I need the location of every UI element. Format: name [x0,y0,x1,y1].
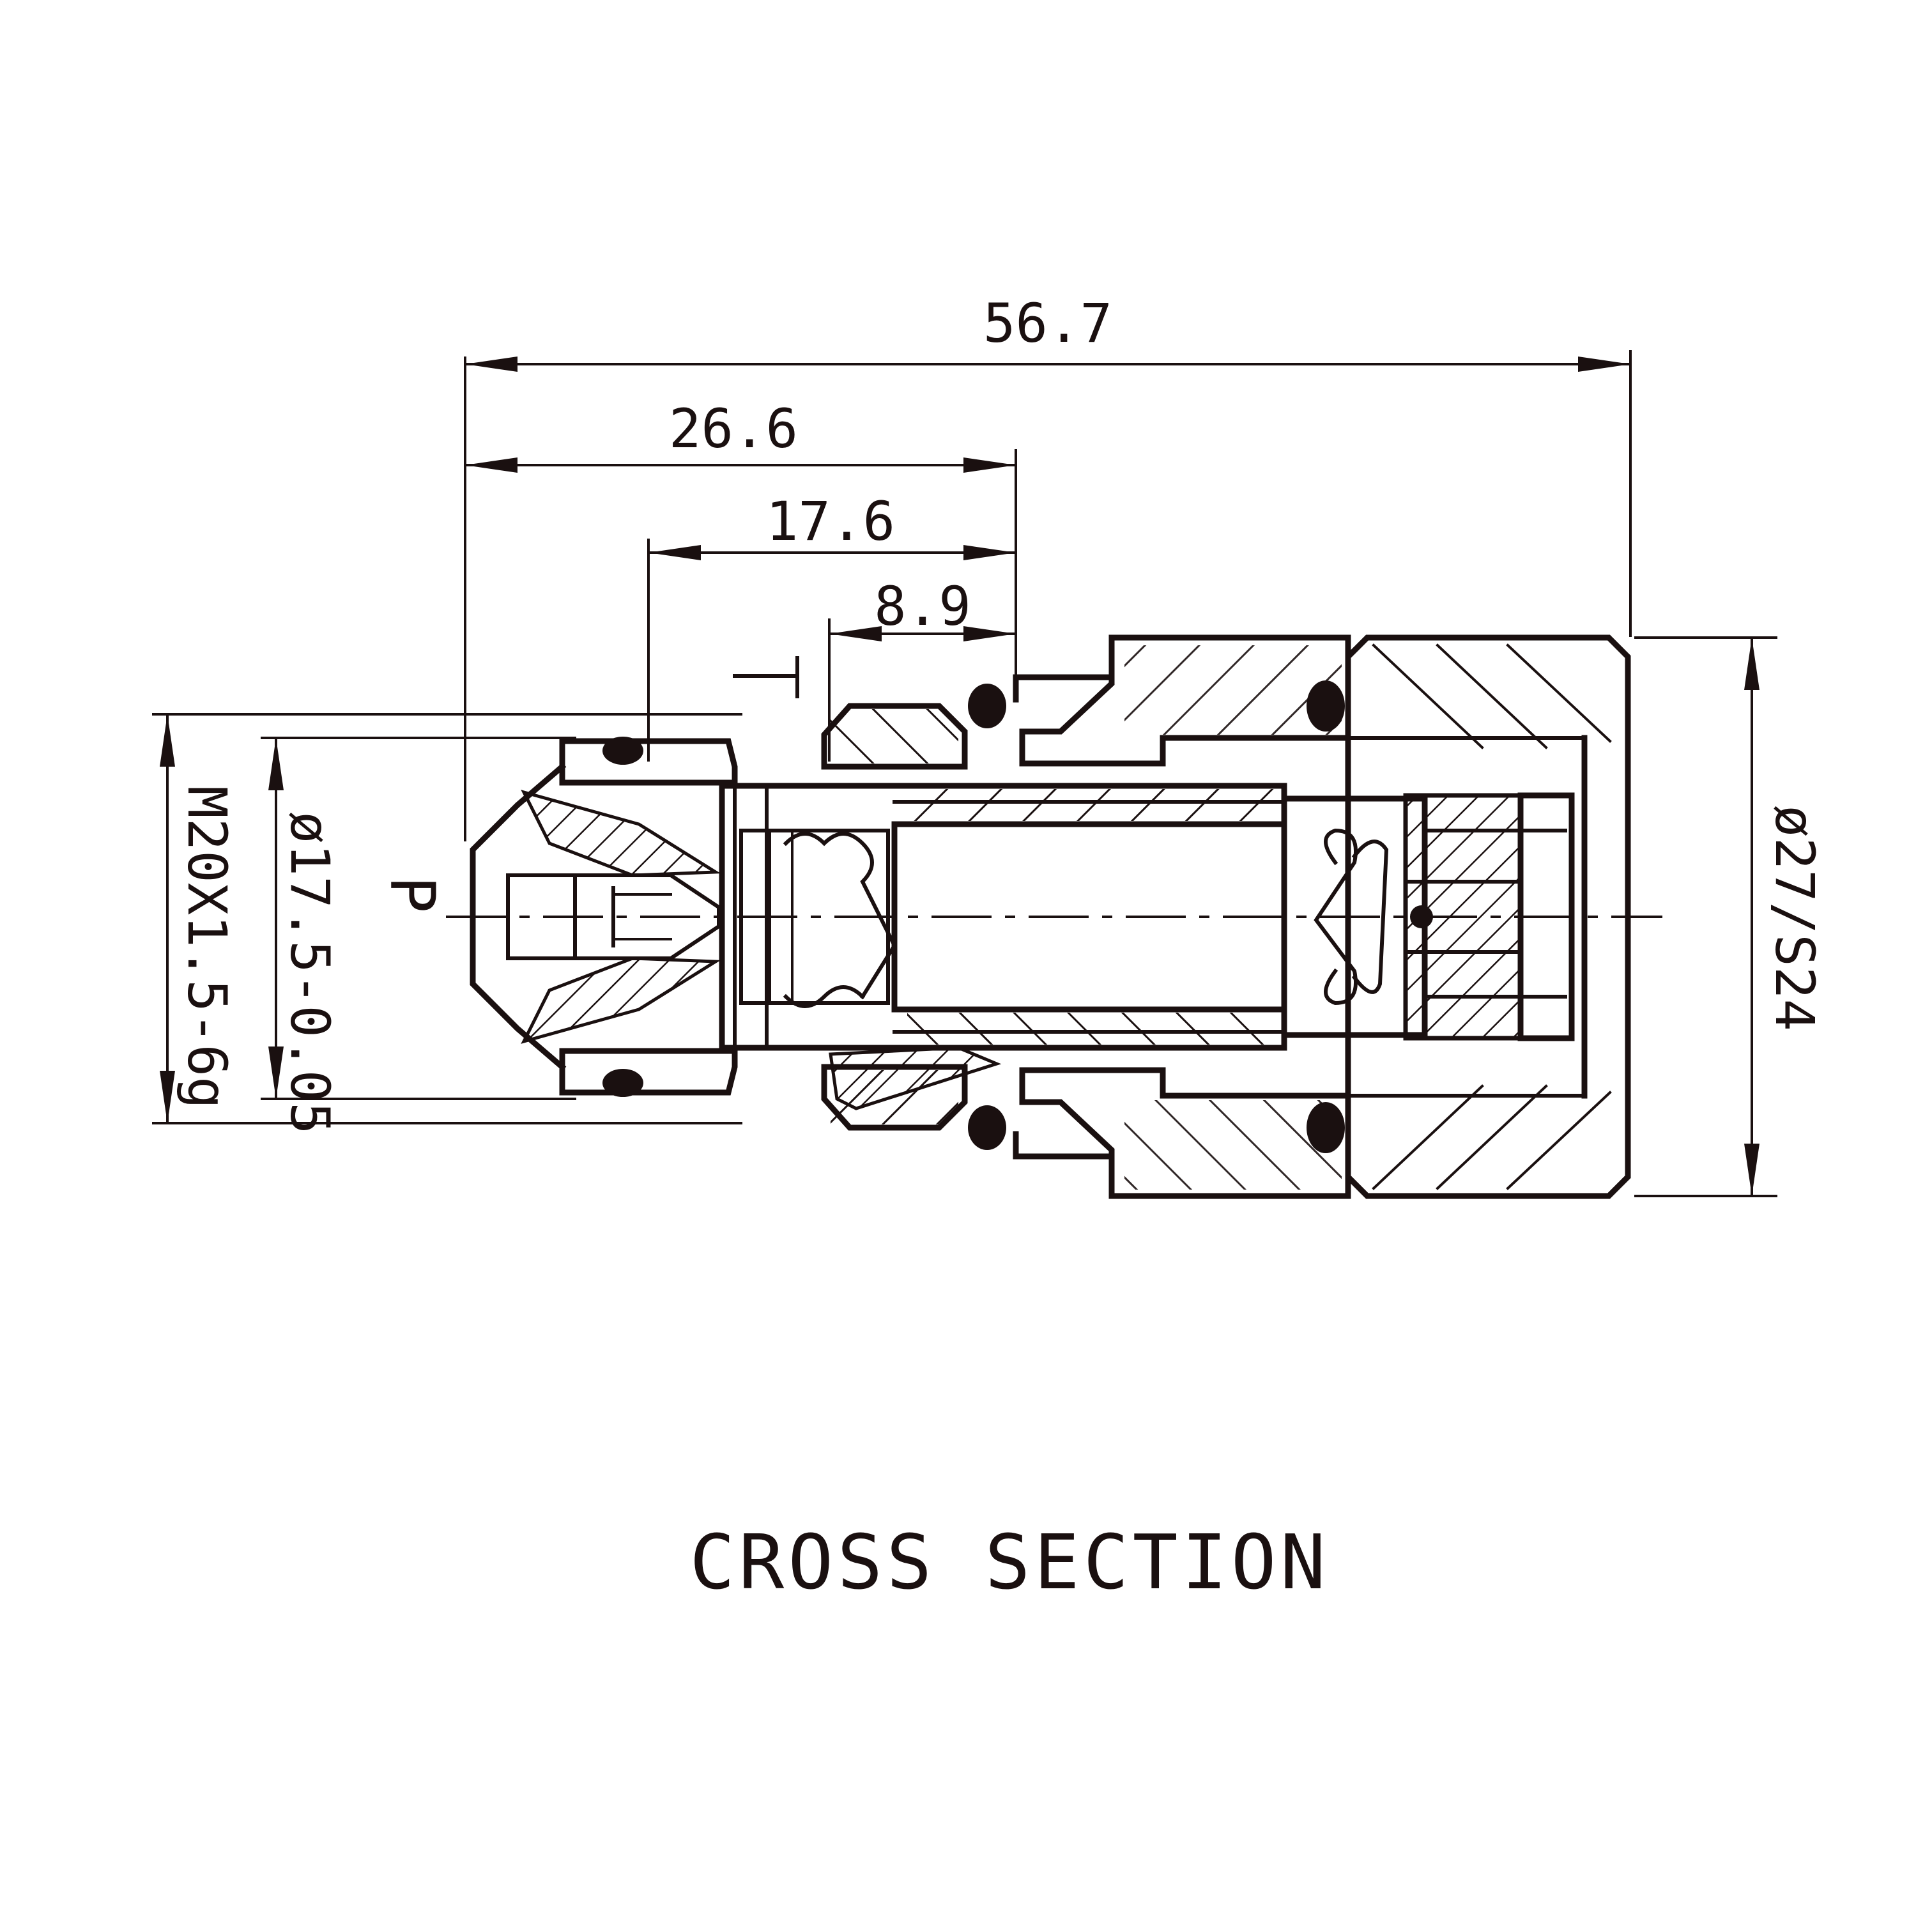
dim-56-7-label: 56.7 [983,292,1112,355]
dimension-length-8-9: 8.9 [828,575,1017,762]
dimension-pilot-diameter: ø17.5-0.05 [261,737,576,1135]
dim-17-6-label: 17.6 [766,490,895,553]
dimension-length-26-6: 26.6 [464,397,1017,701]
tank-port-symbol: T [733,656,799,698]
hex-size-label: ø27/S24 [1763,805,1826,1031]
dim-8-9-label: 8.9 [874,575,971,638]
dimension-hex-size: ø27/S24 [1634,636,1826,1197]
valve-body [470,634,1631,1199]
drawing-caption: CROSS SECTION [689,1518,1330,1606]
thread-spec-label: M20X1.5-6g [176,786,238,1109]
dim-26-6-label: 26.6 [669,397,798,460]
pressure-port-label: P [376,876,448,913]
dimension-overall-length: 56.7 [464,292,1632,841]
dimension-length-17-6: 17.6 [647,490,1017,762]
dimension-thread: M20X1.5-6g [152,713,742,1124]
pilot-diameter-label: ø17.5-0.05 [279,811,341,1135]
